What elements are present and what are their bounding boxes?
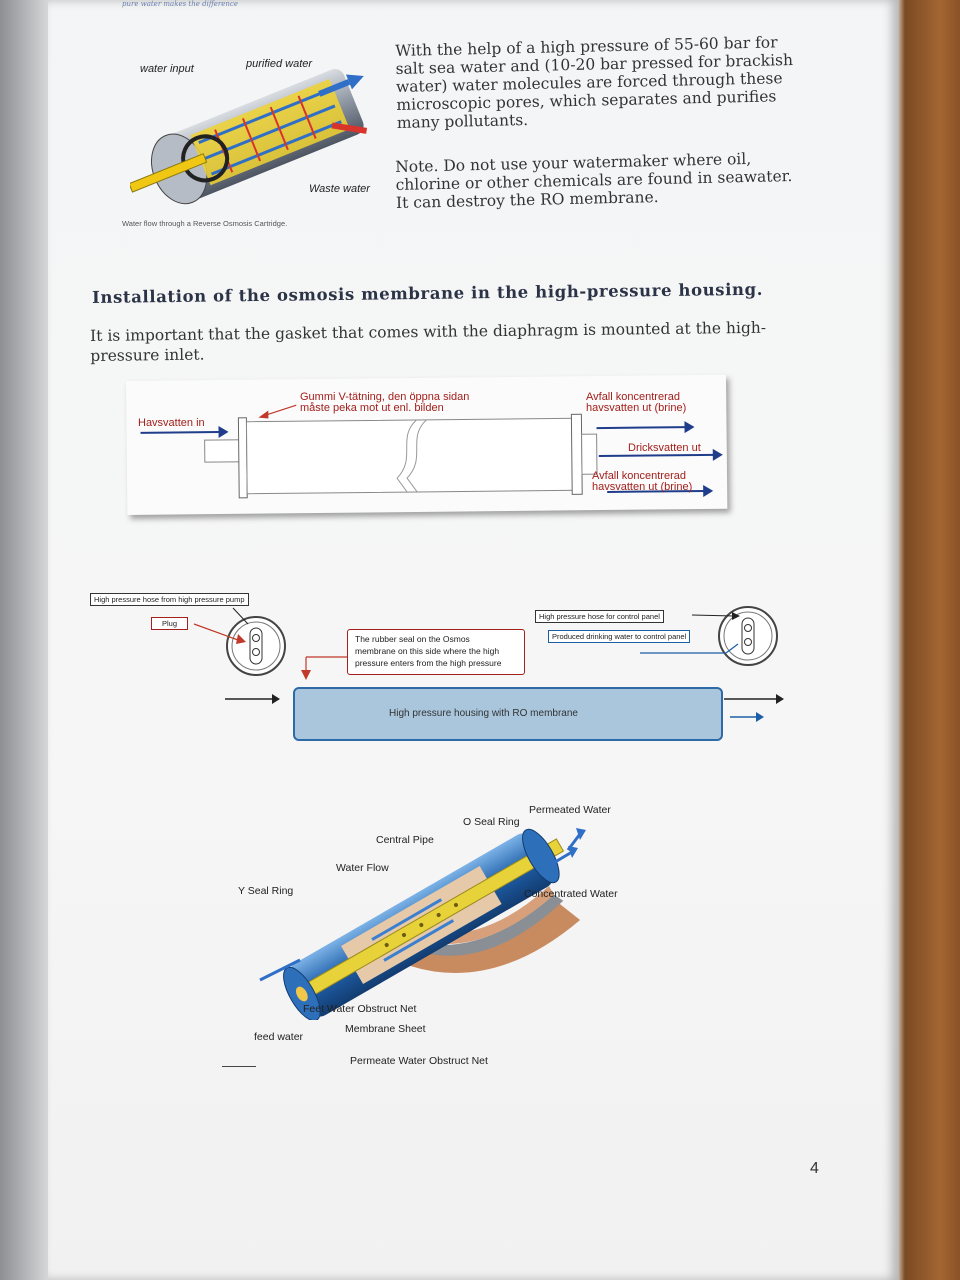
figure-spiral-membrane [250, 820, 610, 1022]
intro-paragraph-1: With the help of a high pressure of 55-6… [395, 33, 794, 132]
label-hp-hose-control: High pressure hose for control panel [535, 610, 664, 623]
seal-note-box: The rubber seal on the Osmos membrane on… [347, 629, 525, 675]
label-havsvatten-in: Havsvatten in [138, 417, 205, 429]
label-feet-water-net: Feet Water Obstruct Net [303, 1003, 417, 1015]
label-membrane-sheet: Membrane Sheet [345, 1023, 426, 1035]
section-body: It is important that the gasket that com… [90, 318, 767, 365]
figure1-caption: Water flow through a Reverse Osmosis Car… [122, 219, 288, 228]
label-avfall-top-line2: havsvatten ut (brine) [586, 402, 687, 414]
label-plug: Plug [151, 617, 189, 630]
label-dricksvatten: Dricksvatten ut [628, 442, 701, 454]
label-water-flow: Water Flow [336, 862, 389, 874]
tagline: pure water makes the difference [122, 0, 238, 8]
label-y-seal-ring: Y Seal Ring [238, 885, 294, 897]
label-gummi-line2: måste peka mot ut enl. bilden [300, 402, 444, 414]
label-permeated-water: Permeated Water [529, 804, 611, 816]
seal-note-line1: The rubber seal on the Osmos [355, 634, 470, 644]
label-avfall-bot-line1: Avfall koncentrerad [592, 470, 686, 482]
label-water-input: water input [140, 63, 194, 75]
label-hp-hose-pump: High pressure hose from high pressure pu… [90, 593, 249, 606]
page-number: 4 [810, 1160, 819, 1177]
figure-high-pressure-housing [88, 590, 798, 750]
housing-diagram [193, 606, 784, 741]
label-o-seal-ring: O Seal Ring [463, 816, 520, 828]
figure-membrane-gasket [126, 374, 728, 515]
ro-cartridge-illustration [128, 69, 368, 205]
label-produced-water: Produced drinking water to control panel [548, 630, 691, 643]
label-purified-water: purified water [246, 58, 313, 70]
label-concentrated-water: Concentrated Water [524, 888, 618, 900]
label-waste-water: Waste water [309, 183, 370, 195]
label-housing: High pressure housing with RO membrane [389, 708, 578, 719]
intro-paragraph-2: Note. Do not use your watermaker where o… [395, 149, 793, 212]
label-permeate-net: Permeate Water Obstruct Net [350, 1055, 488, 1067]
label-avfall-bot-line2: havsvatten ut (brine) [592, 481, 693, 493]
seal-note-line2: membrane on this side where the high [355, 646, 500, 656]
label-gummi-line1: Gummi V-tätning, den öppna sidan [300, 391, 470, 403]
membrane-diagram [140, 404, 723, 499]
figure-ro-cartridge [128, 55, 380, 215]
short-rule [222, 1066, 256, 1067]
label-central-pipe: Central Pipe [376, 834, 434, 846]
label-avfall-top-line1: Avfall koncentrerad [586, 391, 680, 403]
label-feed-water: feed water [254, 1031, 304, 1043]
spiral-membrane-illustration [259, 828, 586, 1022]
seal-note-line3: pressure enters from the high pressure [355, 658, 502, 668]
